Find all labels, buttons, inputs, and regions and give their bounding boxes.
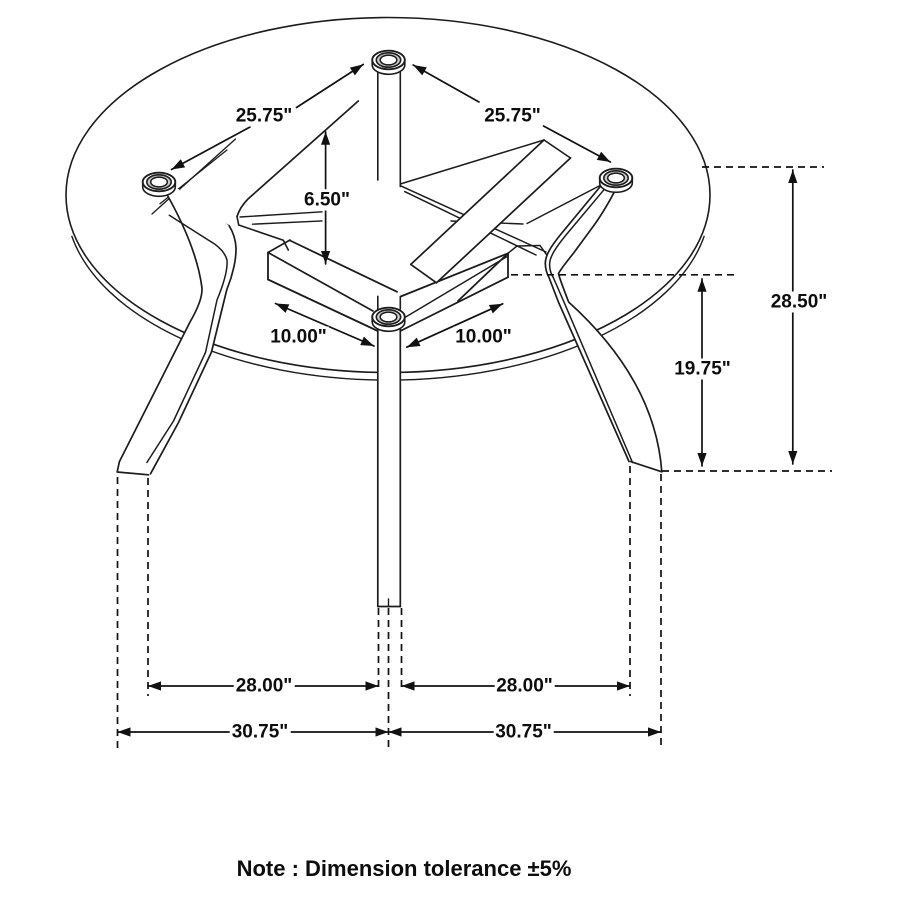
left-leg-outer-edge — [116, 190, 203, 476]
dim-28-00-right: 28.00" — [494, 675, 555, 697]
dim-arrow-6-50-up-head — [321, 131, 331, 145]
dim-30-75-left: 30.75" — [229, 721, 291, 743]
tolerance-note: Note : Dimension tolerance ±5% — [236, 856, 572, 881]
right-apron-top-rear-edge — [399, 252, 509, 298]
glass-support-puck-right — [598, 167, 634, 194]
dim-arrow-19-75-head — [697, 453, 707, 466]
dim-arrow-19-75-head — [697, 278, 707, 292]
rear-right-arm-front-face — [410, 140, 571, 283]
rear-post-face — [377, 71, 401, 187]
rear-right-arm-top-rear-edge — [399, 139, 545, 185]
hub-puck-ring-inner — [379, 311, 398, 323]
left-apron-top-front-edge — [267, 251, 374, 312]
rear-left-arm-notch-wall — [282, 239, 290, 251]
glass-support-puck-right-ring-inner — [606, 172, 626, 184]
dim-6-50: 6.50" — [302, 189, 352, 211]
right-apron-top-front-edge — [403, 255, 509, 319]
right-apron-end-steep-edge — [457, 252, 509, 302]
glass-support-puck-right-bottom-arc — [598, 182, 634, 194]
rear-right-arm-top-cut — [543, 139, 572, 159]
left-apron-face — [268, 240, 397, 331]
glass-support-puck-left — [141, 171, 177, 198]
dim-28-00-left: 28.00" — [233, 675, 295, 697]
dim-arrow-25-75-right-to-right-head — [596, 151, 611, 162]
dim-arrow-25-75-left-to-left-head — [171, 159, 186, 170]
rear-right-arm-lower-edge — [435, 157, 572, 284]
dim-arrow-28-00-right-head — [617, 681, 630, 691]
left-apron-cap-top — [267, 239, 291, 254]
glass-support-puck-right-ring-outer — [602, 170, 629, 187]
left-leg-inner-edge — [149, 224, 237, 475]
rear-right-arm-upper-edge — [409, 139, 545, 266]
dim-arrow-28-00-left-head — [365, 681, 379, 691]
dim-arrow-25-75-left-to-top-head — [349, 64, 364, 76]
glass-support-puck-left-bottom-arc — [141, 186, 177, 198]
dim-arrow-28-50-head — [788, 451, 798, 464]
glass-support-puck-right-ring-shading — [604, 170, 629, 186]
dim-arrow-25-75-left-to-left — [170, 126, 251, 171]
dim-arrow-10-00-right — [405, 302, 504, 349]
hub-puck-bottom-arc — [371, 321, 406, 333]
left-leg-thickness-edge — [146, 214, 228, 464]
dim-arrow-30-75-left-head — [375, 727, 389, 737]
right-leg-outer-edge — [544, 185, 630, 463]
dim-19-75: 19.75" — [672, 358, 733, 380]
hub-puck — [371, 306, 406, 333]
dim-25-75-right: 25.75" — [482, 105, 543, 127]
rear-left-arm-bottom-ledge — [237, 224, 285, 242]
right-leg-inner-edge — [557, 185, 663, 473]
glass-support-puck-top-ring-inner — [379, 54, 398, 66]
glass-support-puck-top-ring-shading — [376, 52, 401, 68]
hub-column-face — [377, 325, 401, 607]
left-apron-bottom-edge — [267, 278, 379, 332]
glass-support-puck-top-bottom-arc — [371, 64, 406, 76]
glass-support-puck-left-ring-inner — [149, 176, 169, 188]
rear-left-arm-upper-edge — [236, 100, 360, 218]
right-leg-thickness-edge — [548, 189, 634, 464]
rear-left-arm-top-front-edge — [251, 220, 323, 225]
dim-30-75-right: 30.75" — [493, 721, 554, 743]
left-apron-top-rear-edge — [289, 239, 398, 293]
dim-arrow-28-50-head — [788, 170, 798, 183]
dim-10-00-right: 10.00" — [453, 326, 514, 348]
left-leg-face — [117, 188, 236, 475]
rear-left-arm-end-step — [236, 215, 240, 226]
dim-arrow-25-75-right-to-top-head — [413, 65, 427, 76]
glass-support-puck-left-ring-outer — [146, 174, 173, 191]
right-apron-bottom-edge — [399, 276, 509, 332]
dim-arrow-28-00-left-head — [148, 681, 161, 691]
right-leg-face — [545, 186, 662, 472]
dim-28-50: 28.50" — [768, 291, 830, 313]
right-support-arm-edge — [526, 184, 602, 225]
dim-10-00-left: 10.00" — [268, 326, 329, 347]
glass-support-puck-top-ring-outer — [375, 51, 402, 68]
dim-arrow-28-00-right-head — [401, 681, 415, 691]
dim-arrow-10-00-right-head — [488, 303, 503, 314]
dim-arrow-30-75-right-head — [388, 727, 402, 737]
dim-25-75-left: 25.75" — [233, 105, 295, 127]
dim-arrow-6-50-down-head — [321, 251, 331, 264]
glass-support-puck-left-ring-shading — [146, 174, 171, 190]
dim-arrow-10-00-left-head — [275, 303, 290, 313]
dim-arrow-10-00-right-head — [406, 337, 421, 348]
right-bracket-bottom-edge — [516, 244, 541, 247]
rear-left-arm-top-rear-edge — [239, 211, 323, 218]
dim-arrow-25-75-left-to-top — [295, 63, 365, 109]
hub-puck-ring-shading — [376, 309, 401, 325]
rear-right-arm-end-cut — [409, 263, 438, 284]
right-foot-bottom-edge — [629, 460, 663, 473]
dim-arrow-30-75-left-head — [117, 727, 131, 737]
dim-arrow-10-00-left — [274, 302, 375, 347]
hub-puck-ring-outer — [375, 308, 402, 325]
glass-support-puck-top — [371, 49, 406, 76]
right-bracket-to-beam-edge — [507, 245, 518, 255]
dim-arrow-30-75-right-head — [648, 727, 661, 737]
dim-arrow-10-00-left-head — [360, 336, 374, 346]
